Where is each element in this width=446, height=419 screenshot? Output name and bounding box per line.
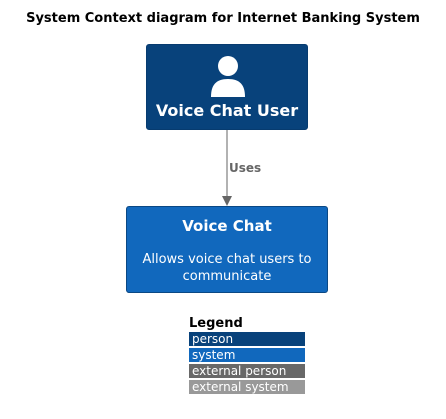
person-name: Voice Chat User — [155, 101, 299, 120]
legend-item-external-person: external person — [189, 364, 305, 378]
system-description: Allows voice chat users to communicate — [142, 252, 312, 284]
system-name: Voice Chat — [182, 217, 272, 235]
person-box-voice-chat-user[interactable]: Voice Chat User — [146, 44, 308, 130]
person-icon — [211, 56, 245, 97]
legend-item-external-system: external system — [189, 380, 305, 394]
system-box-voice-chat[interactable]: Voice Chat Allows voice chat users to co… — [126, 206, 328, 293]
diagram-title: System Context diagram for Internet Bank… — [26, 11, 420, 26]
legend-title: Legend — [189, 316, 243, 331]
relationship-label: Uses — [229, 161, 262, 175]
legend-item-system: system — [189, 348, 305, 362]
legend: Legend person system external person ext… — [189, 315, 309, 396]
legend-item-person: person — [189, 332, 305, 346]
